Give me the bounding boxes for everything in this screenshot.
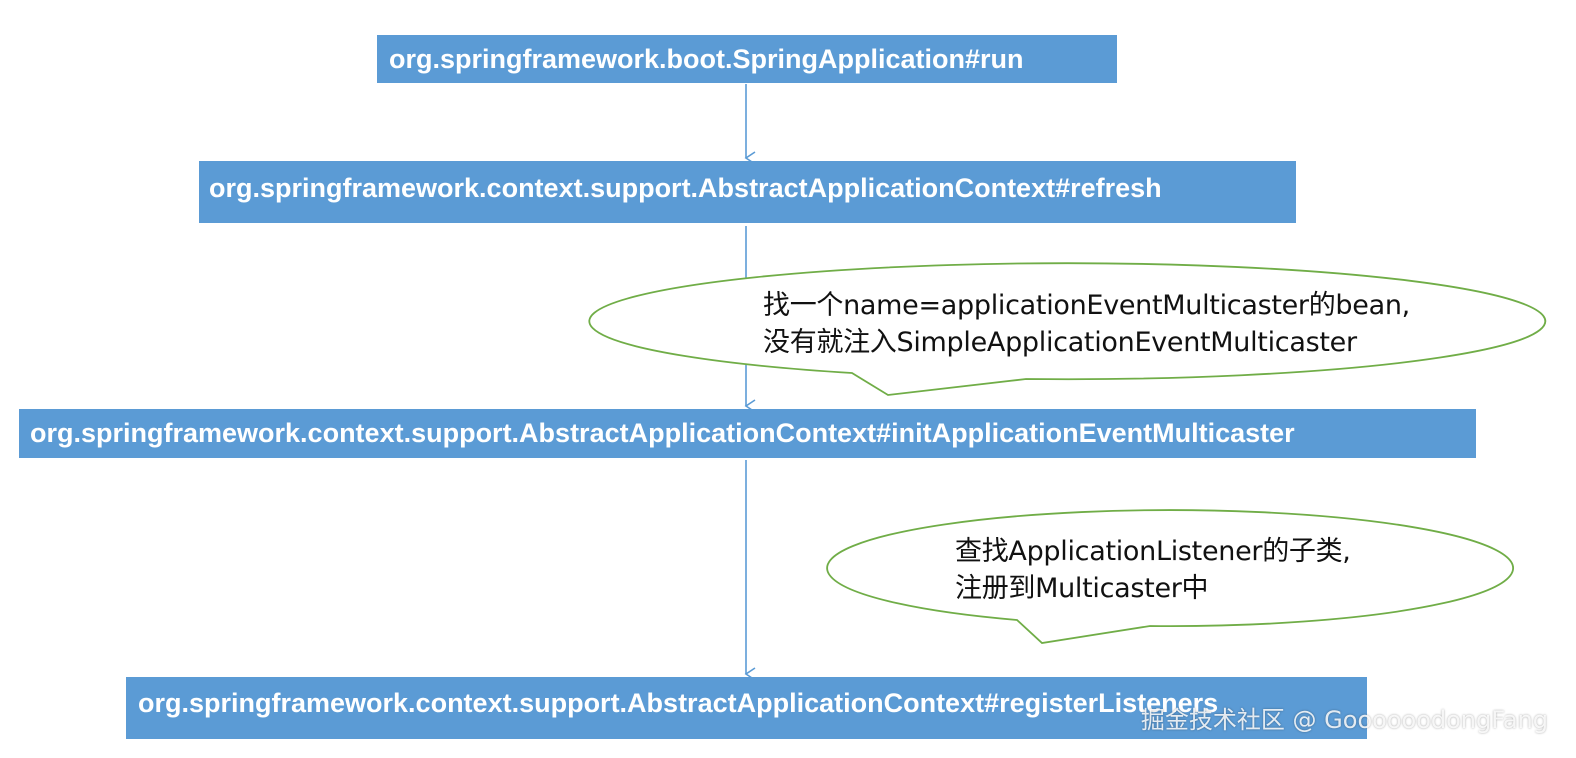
flow-box-label: org.springframework.context.support.Abst…	[138, 687, 1219, 718]
flow-box-spring-application-run: org.springframework.boot.SpringApplicati…	[377, 35, 1117, 83]
watermark: 掘金技术社区 @ GoooooodongFang	[1140, 706, 1548, 734]
callout-line: 找一个name=applicationEventMulticaster的bean…	[763, 290, 1410, 321]
callout-line: 查找ApplicationListener的子类,	[955, 536, 1351, 567]
callout-text-2: 查找ApplicationListener的子类, 注册到Multicaster…	[955, 533, 1351, 607]
callout-bubble-1	[588, 262, 1547, 396]
flow-box-label: org.springframework.context.support.Abst…	[209, 172, 1162, 203]
flow-box-context-refresh: org.springframework.context.support.Abst…	[199, 161, 1296, 223]
callout-text-1: 找一个name=applicationEventMulticaster的bean…	[763, 287, 1410, 361]
flow-box-label: org.springframework.context.support.Abst…	[30, 418, 1295, 448]
flow-box-init-event-multicaster: org.springframework.context.support.Abst…	[19, 409, 1476, 458]
callout-line: 注册到Multicaster中	[955, 573, 1209, 604]
flow-box-register-listeners: org.springframework.context.support.Abst…	[126, 677, 1367, 739]
flow-box-label: org.springframework.boot.SpringApplicati…	[389, 43, 1024, 74]
callout-bubble-2	[826, 509, 1514, 644]
callout-line: 没有就注入SimpleApplicationEventMulticaster	[763, 327, 1357, 358]
